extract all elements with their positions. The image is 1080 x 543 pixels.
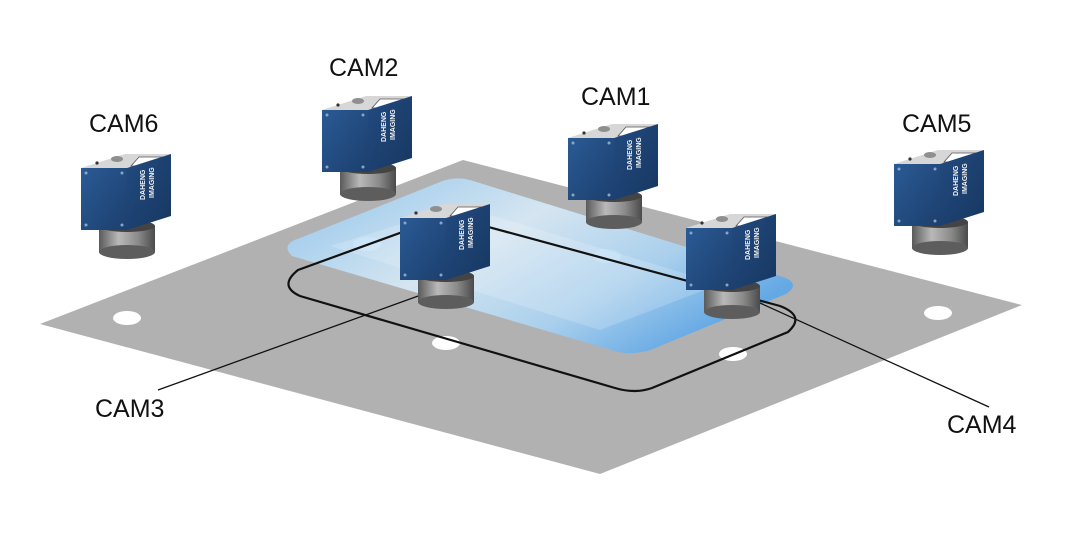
camera-gpio-connector (430, 206, 442, 212)
camera-led (908, 157, 912, 161)
camera-led (700, 221, 704, 225)
camera-screw (607, 193, 611, 197)
camera-brand-text: DAHENG (459, 219, 466, 250)
camera-gpio-connector (716, 216, 728, 222)
camera-screw (571, 141, 575, 145)
camera-side-face (614, 124, 658, 200)
mounting-hole (924, 306, 952, 320)
camera-screw (84, 223, 88, 227)
camera-brand-subtext: IMAGING (636, 137, 643, 168)
camera-lens-base (340, 187, 396, 201)
camera-led (95, 161, 99, 165)
camera-front-face (894, 164, 940, 226)
camera-screw (607, 141, 611, 145)
camera-screw (403, 273, 407, 277)
camera-screw (325, 113, 329, 117)
camera-screw (725, 283, 729, 287)
camera-front-face (400, 218, 446, 280)
camera-screw (403, 221, 407, 225)
camera-side-face (368, 96, 412, 172)
camera-side-face (446, 204, 490, 280)
camera-screw (325, 165, 329, 169)
camera-brand-subtext: IMAGING (962, 163, 969, 194)
camera-brand-text: DAHENG (627, 139, 634, 170)
camera-gpio-connector (598, 126, 610, 132)
camera-screw (933, 167, 937, 171)
camera-screw (725, 231, 729, 235)
camera-brand-subtext: IMAGING (149, 167, 156, 198)
camera-lens-base (912, 241, 968, 255)
camera-screw (571, 193, 575, 197)
cam2-label: CAM2 (329, 54, 398, 82)
camera-gpio-connector (924, 152, 936, 158)
camera-front-face (322, 110, 368, 172)
camera-lens-base (586, 215, 642, 229)
camera-led (414, 211, 418, 215)
camera-led (582, 131, 586, 135)
camera-front-face (81, 168, 127, 230)
camera-lens-base (99, 245, 155, 259)
camera-gpio-connector (352, 98, 364, 104)
cam6-label: CAM6 (89, 110, 158, 138)
leader-line-cam4 (748, 297, 990, 408)
cam1-label: CAM1 (581, 83, 650, 111)
camera-side-face (940, 150, 984, 226)
camera-brand-subtext: IMAGING (468, 217, 475, 248)
camera-screw (897, 167, 901, 171)
camera-lens-base (418, 295, 474, 309)
camera-screw (120, 171, 124, 175)
camera-brand-text: DAHENG (381, 111, 388, 142)
camera-screw (361, 165, 365, 169)
camera-screw (120, 223, 124, 227)
camera-side-face (732, 214, 776, 290)
camera-brand-subtext: IMAGING (754, 227, 761, 258)
camera-brand-text: DAHENG (745, 229, 752, 260)
camera-screw (933, 219, 937, 223)
camera-front-face (686, 228, 732, 290)
camera-gpio-connector (111, 156, 123, 162)
camera-brand-text: DAHENG (140, 169, 147, 200)
camera-brand-text: DAHENG (953, 165, 960, 196)
mounting-hole (432, 336, 460, 350)
camera-labels: CAM1 CAM2 CAM3 CAM4 CAM5 CAM6 (89, 54, 1017, 439)
camera-screw (689, 283, 693, 287)
camera-screw (439, 273, 443, 277)
cam5-label: CAM5 (902, 110, 971, 138)
camera-lens-base (704, 305, 760, 319)
camera-led (336, 103, 340, 107)
camera-screw (439, 221, 443, 225)
camera-screw (84, 171, 88, 175)
cam4-label: CAM4 (947, 411, 1017, 439)
camera-brand-subtext: IMAGING (390, 109, 397, 140)
camera-screw (897, 219, 901, 223)
camera-front-face (568, 138, 614, 200)
camera-screw (361, 113, 365, 117)
camera-side-face (127, 154, 171, 230)
cam3-label: CAM3 (95, 395, 164, 423)
mounting-hole (113, 311, 141, 325)
camera-screw (689, 231, 693, 235)
leader-line-cam3 (157, 290, 433, 391)
